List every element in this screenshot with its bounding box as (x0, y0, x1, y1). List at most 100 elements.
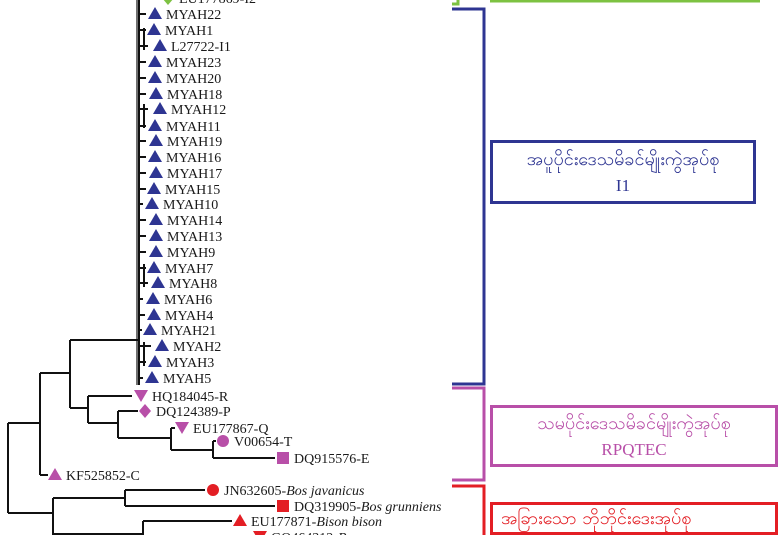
leaf-myah21: MYAH21 (143, 323, 216, 339)
triangle-marker-icon (148, 355, 162, 367)
triangle-marker-icon (148, 119, 162, 131)
leaf-dq319905: DQ319905-Bos grunniens (277, 500, 442, 515)
accession: MYAH20 (166, 72, 221, 87)
triangle-marker-icon (147, 308, 161, 320)
leaf-myah8: MYAH8 (151, 276, 217, 292)
triangle-marker-icon (155, 339, 169, 351)
triangle-marker-icon (146, 292, 160, 304)
accession: GQ464312- (271, 531, 338, 535)
leaf-myah7: MYAH7 (147, 261, 213, 277)
leaf-label: HQ184045-R (152, 390, 229, 405)
leaf-myah4: MYAH4 (147, 308, 213, 324)
leaf-l27722-i1: L27722-I1 (153, 39, 231, 55)
triangle-down-marker-icon (175, 422, 189, 434)
leaf-label: MYAH4 (165, 309, 213, 324)
accession: MYAH14 (167, 214, 222, 229)
accession: MYAH13 (167, 230, 222, 245)
accession: HQ184045-R (152, 390, 229, 405)
leaf-label: MYAH16 (166, 151, 221, 166)
leaf-label: MYAH15 (165, 183, 220, 198)
blue-clade-code: I1 (615, 176, 631, 195)
accession: MYAH17 (167, 167, 222, 182)
leaf-myah5: MYAH5 (145, 371, 211, 387)
diamond-marker-icon (163, 0, 173, 5)
leaf-dq124389-p: DQ124389-P (139, 404, 231, 420)
magenta-clade-bracket (452, 386, 486, 482)
triangle-marker-icon (48, 468, 62, 480)
leaf-myah12: MYAH12 (153, 102, 226, 118)
branch (69, 339, 139, 408)
triangle-marker-icon (149, 87, 163, 99)
triangle-marker-icon (149, 229, 163, 241)
leaf-label: MYAH3 (166, 356, 214, 371)
accession: KF525852-C (66, 469, 140, 484)
leaf-label: MYAH1 (165, 24, 213, 39)
leaf-myah9: MYAH9 (149, 245, 215, 261)
leaf-label: JN632605-Bos javanicus (224, 484, 365, 499)
square-marker-icon (277, 452, 289, 464)
accession: EU177867-Q (193, 422, 268, 437)
branch (52, 489, 275, 535)
triangle-marker-icon (145, 197, 159, 209)
magenta-clade-title: သမပိုင်းဒေသမိခင်မျိုးကွဲအုပ်စု (537, 413, 731, 434)
leaf-kf525852-c: KF525852-C (48, 468, 140, 484)
accession: L27722-I1 (171, 40, 231, 55)
accession: MYAH22 (166, 8, 221, 23)
leaf-myah15: MYAH15 (147, 182, 220, 198)
species-name: Bos grunniens (361, 500, 442, 515)
accession: MYAH9 (167, 246, 215, 261)
accession: MYAH15 (165, 183, 220, 198)
leaf-eu177871: EU177871-Bison bison (233, 514, 382, 530)
accession: MYAH4 (165, 309, 213, 324)
leaf-myah3: MYAH3 (148, 355, 214, 371)
leaf-myah10: MYAH10 (145, 197, 218, 213)
species-name: B... (338, 531, 357, 535)
accession: MYAH23 (166, 56, 221, 71)
leaf-gq464312: GQ464312-B... (253, 531, 357, 535)
triangle-marker-icon (149, 134, 163, 146)
triangle-marker-icon (149, 166, 163, 178)
blue-clade-bracket (452, 7, 486, 386)
triangle-marker-icon (153, 39, 167, 51)
leaf-label: MYAH5 (163, 372, 211, 387)
accession: MYAH10 (163, 198, 218, 213)
leaf-label: MYAH12 (171, 103, 226, 118)
leaf-label: MYAH6 (164, 293, 212, 308)
accession: MYAH1 (165, 24, 213, 39)
tree-branches (7, 0, 275, 535)
magenta-clade-code: RPQTEC (601, 440, 667, 459)
leaf-myah2: MYAH2 (155, 339, 221, 355)
leaf-label: KF525852-C (66, 469, 140, 484)
leaf-label: MYAH18 (167, 88, 222, 103)
leaf-myah13: MYAH13 (149, 229, 222, 245)
triangle-marker-icon (145, 371, 159, 383)
accession: MYAH12 (171, 103, 226, 118)
leaf-myah17: MYAH17 (149, 166, 222, 182)
accession: MYAH6 (164, 293, 212, 308)
red-clade-bracket (452, 484, 486, 535)
leaf-eu177869-i2: EU177869-I2 (163, 0, 256, 7)
leaf-label: MYAH2 (173, 340, 221, 355)
tree-leaves: EU177869-I2MYAH22MYAH1L27722-I1MYAH23MYA… (48, 0, 442, 535)
leaf-label: MYAH22 (166, 8, 221, 23)
accession: JN632605- (224, 484, 287, 499)
triangle-marker-icon (147, 23, 161, 35)
leaf-myah20: MYAH20 (148, 71, 221, 87)
accession: DQ319905- (294, 500, 361, 515)
accession: MYAH8 (169, 277, 217, 292)
leaf-label: MYAH7 (165, 262, 213, 277)
leaf-label: MYAH19 (167, 135, 222, 150)
species-name: Bos javanicus (286, 484, 365, 499)
leaf-myah11: MYAH11 (148, 119, 221, 135)
triangle-marker-icon (153, 102, 167, 114)
species-name: Bison bison (316, 515, 382, 530)
branch (70, 395, 132, 423)
accession: MYAH7 (165, 262, 213, 277)
leaf-myah1: MYAH1 (147, 23, 213, 39)
branch (143, 28, 151, 366)
branch (171, 440, 275, 459)
magenta-clade-label-box: သမပိုင်းဒေသမိခင်မျိုးကွဲအုပ်စု RPQTEC (490, 405, 778, 467)
leaf-label: MYAH17 (167, 167, 222, 182)
